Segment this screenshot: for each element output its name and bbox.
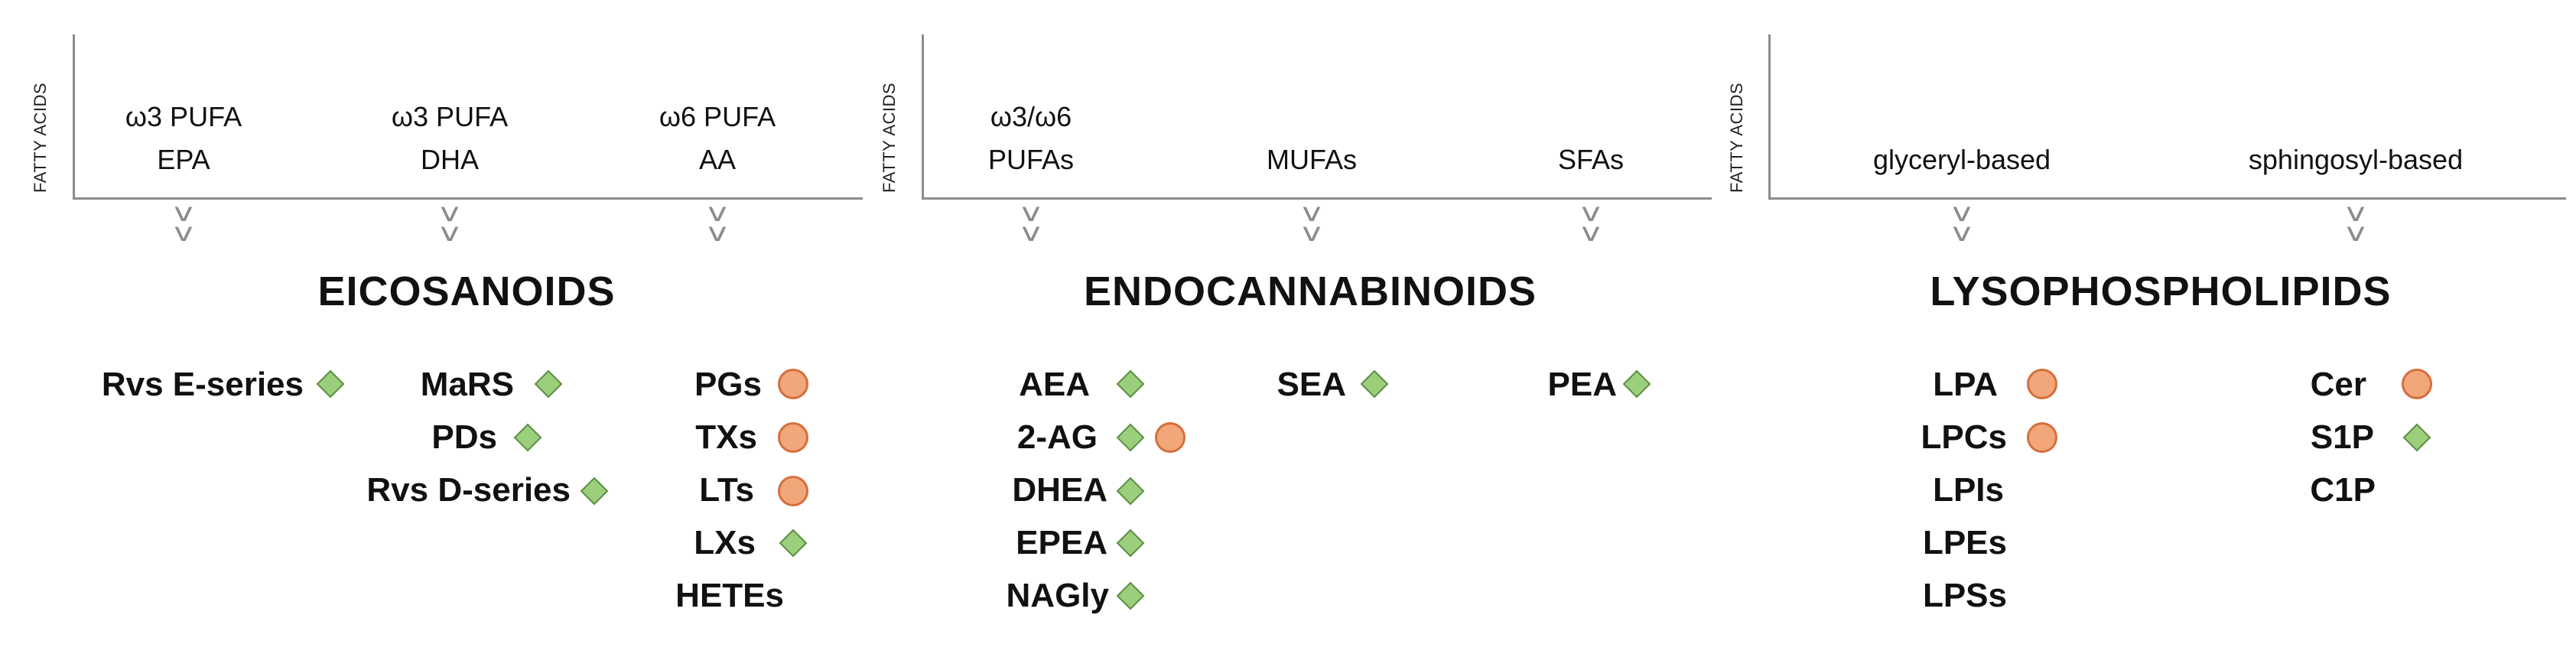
- fatty-acid-bracket: [1768, 34, 2566, 200]
- item-lxs: LXs: [694, 524, 756, 561]
- diamond-marker: [2402, 423, 2431, 452]
- item-pea: PEA: [1547, 366, 1617, 403]
- item-lpss: LPSs: [1922, 577, 2007, 614]
- source-aa: ω6 PUFA AA: [659, 101, 776, 175]
- diamond-marker: [1622, 369, 1651, 399]
- circle-marker: [778, 476, 808, 506]
- item-s1p: S1P: [2310, 418, 2374, 456]
- heading-lysophospholipids: LYSOPHOSPHOLIPIDS: [1930, 268, 2392, 314]
- diamond-marker: [513, 423, 542, 452]
- item-rvs-e-series: Rvs E-series: [101, 366, 304, 403]
- diamond-marker: [316, 369, 345, 399]
- item-epea: EPEA: [1016, 524, 1107, 561]
- item-rvs-d-series: Rvs D-series: [366, 471, 571, 509]
- diamond-marker: [1116, 477, 1145, 506]
- axis-label: FATTY ACIDS: [880, 82, 899, 193]
- circle-marker: [778, 369, 808, 399]
- fatty-acid-bracket: [73, 34, 863, 200]
- source-glyceryl-based: glyceryl-based: [1872, 144, 2051, 175]
- circle-marker: [2027, 422, 2057, 453]
- item-cer: Cer: [2310, 366, 2366, 403]
- item-txs: TXs: [695, 418, 757, 456]
- fatty-acid-bracket: [922, 34, 1712, 200]
- item-lpes: LPEs: [1922, 524, 2007, 561]
- item-lpa: LPA: [1933, 366, 1998, 403]
- item-hetes: HETEs: [675, 577, 784, 614]
- item-lts: LTs: [699, 471, 754, 509]
- diamond-marker: [1360, 369, 1389, 399]
- heading-eicosanoids: EICOSANOIDS: [317, 268, 616, 314]
- diamond-marker: [534, 369, 563, 399]
- circle-marker: [1155, 422, 1186, 453]
- heading-endocannabinoids: ENDOCANNABINOIDS: [1083, 268, 1537, 314]
- item-lpis: LPIs: [1933, 471, 2004, 509]
- diamond-marker: [1116, 423, 1145, 452]
- source-mufas: MUFAs: [1266, 144, 1358, 175]
- axis-label: FATTY ACIDS: [31, 82, 50, 193]
- item-pgs: PGs: [694, 366, 762, 403]
- circle-marker: [778, 422, 808, 453]
- item-dhea: DHEA: [1012, 471, 1107, 509]
- source-sfas: SFAs: [1557, 144, 1625, 175]
- diamond-marker: [1116, 581, 1145, 610]
- item-aea: AEA: [1019, 366, 1090, 403]
- diamond-marker: [779, 529, 808, 558]
- circle-marker: [2027, 369, 2057, 399]
- item-lpcs: LPCs: [1921, 418, 2007, 456]
- circle-marker: [2402, 369, 2432, 399]
- item-2-ag: 2-AG: [1016, 418, 1098, 456]
- item-mars: MaRS: [420, 366, 514, 403]
- item-pds: PDs: [431, 418, 497, 456]
- source-sphingosyl-based: sphingosyl-based: [2248, 144, 2464, 175]
- diamond-marker: [1116, 529, 1145, 558]
- item-c1p: C1P: [2310, 471, 2376, 509]
- item-sea: SEA: [1277, 366, 1346, 403]
- diamond-marker: [1116, 369, 1145, 399]
- source-dha: ω3 PUFA DHA: [391, 101, 509, 175]
- source-epa: ω3 PUFA EPA: [125, 101, 242, 175]
- source-pufas: ω3/ω6 PUFAs: [987, 101, 1075, 175]
- axis-label: FATTY ACIDS: [1727, 82, 1746, 193]
- diamond-marker: [580, 477, 609, 506]
- item-nagly: NAGly: [1006, 577, 1109, 614]
